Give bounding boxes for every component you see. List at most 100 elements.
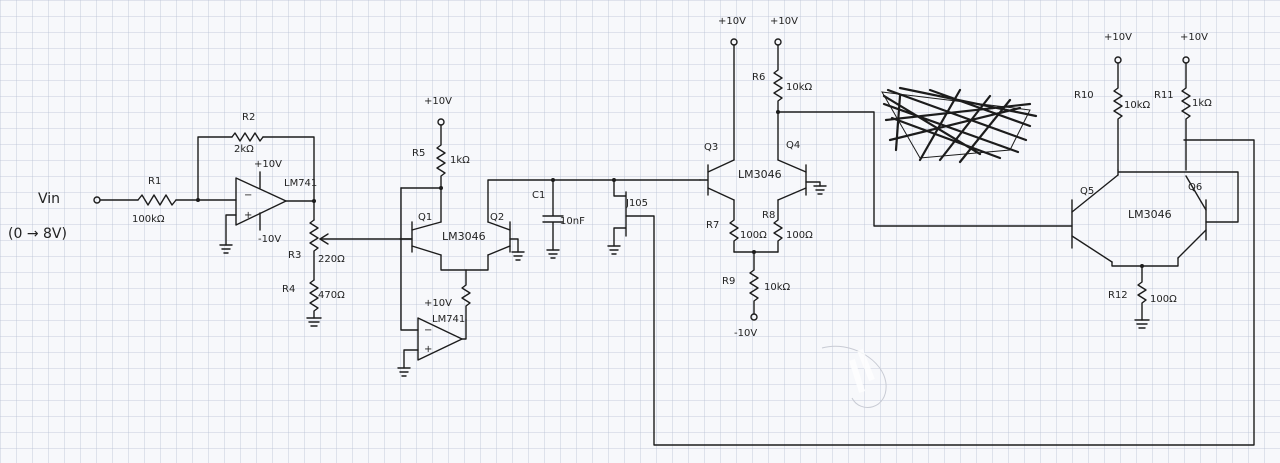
ground-r4	[306, 317, 322, 327]
q2-label: Q2	[490, 212, 504, 223]
smudge-mark	[821, 345, 887, 408]
r4-label: R4	[282, 284, 295, 295]
ground-q2	[511, 251, 525, 261]
r6-supply: +10V	[770, 16, 798, 27]
r11-label: R11	[1154, 90, 1174, 101]
wire-q2-base-gnd	[509, 238, 519, 253]
u2-plus: +	[424, 344, 432, 355]
transistor-q3-base	[699, 164, 709, 196]
node-r5	[439, 186, 443, 190]
wire-q1q2-emitters	[440, 254, 489, 271]
r9-value: 10kΩ	[764, 282, 791, 293]
u1-vneg: -10V	[258, 234, 281, 245]
u1-minus: −	[244, 190, 252, 201]
wire-fet-gate-feedback	[625, 139, 1255, 446]
q4-label: Q4	[786, 140, 800, 151]
ground-u2	[397, 367, 411, 377]
wire-q2c-node	[487, 179, 701, 223]
vin-range-label: (0 → 8V)	[8, 226, 67, 242]
r2-value: 2kΩ	[234, 144, 254, 155]
q1-label: Q1	[418, 212, 432, 223]
c1-value: 10nF	[560, 216, 585, 227]
transistor-q6	[1177, 175, 1207, 259]
wire-u2-plus-gnd	[403, 349, 419, 369]
r3-label: R3	[288, 250, 301, 261]
resistor-r11	[1181, 62, 1191, 171]
q5q6-chip-label: LM3046	[1128, 208, 1172, 221]
transistor-q1-base	[399, 221, 413, 253]
fet-j105	[613, 179, 627, 247]
r5-supply: +10V	[424, 96, 452, 107]
q5-label: Q5	[1080, 186, 1094, 197]
r6-label: R6	[752, 72, 765, 83]
eraser-mark	[849, 348, 875, 393]
fet-label: J105	[625, 198, 648, 209]
resistor-r5	[436, 124, 446, 189]
node-u1-out	[312, 199, 316, 203]
r9-supply: -10V	[734, 328, 757, 339]
resistor-r8	[773, 199, 783, 253]
r9-supply-terminal	[750, 313, 758, 321]
resistor-r1	[137, 194, 177, 206]
resistor-r6	[773, 44, 783, 161]
r5-value: 1kΩ	[450, 155, 470, 166]
resistor-r3	[309, 219, 319, 281]
r11-value: 1kΩ	[1192, 98, 1212, 109]
transistor-q2	[487, 221, 511, 256]
resistor-r4	[309, 279, 319, 319]
resistor-r10	[1113, 62, 1123, 171]
u2-chip-label: LM741	[432, 314, 465, 325]
r11-supply: +10V	[1180, 32, 1208, 43]
u1-chip-label: LM741	[284, 178, 317, 189]
ground-u1	[219, 244, 233, 254]
q3-label: Q3	[704, 142, 718, 153]
resistor-r2	[231, 132, 264, 142]
r1-label: R1	[148, 176, 161, 187]
r4-value: 470Ω	[318, 290, 345, 301]
r7-label: R7	[706, 220, 719, 231]
wire-q1c-opamp	[400, 187, 419, 331]
opamp-u1	[235, 177, 287, 226]
u1-plus: +	[244, 210, 252, 221]
r12-value: 100Ω	[1150, 294, 1177, 305]
resistor-r12	[1137, 265, 1147, 321]
r8-label: R8	[762, 210, 775, 221]
r9-label: R9	[722, 276, 735, 287]
u2-vpos: +10V	[424, 298, 452, 309]
transistor-q3	[707, 159, 735, 201]
r7-value: 100Ω	[740, 230, 767, 241]
wire-fb-right	[262, 136, 315, 201]
r10-label: R10	[1074, 90, 1094, 101]
q6-label: Q6	[1188, 182, 1202, 193]
scribble-mark	[881, 86, 1038, 164]
q1q2-chip-label: LM3046	[442, 230, 486, 243]
wire-u2-out	[461, 319, 467, 340]
transistor-q4	[777, 159, 807, 201]
resistor-tail	[461, 269, 471, 321]
u1-vpos: +10V	[254, 159, 282, 170]
r8-value: 100Ω	[786, 230, 813, 241]
wire-q5q6-emitters	[1111, 257, 1179, 267]
wire-fb-left	[197, 136, 233, 201]
q3q4-chip-label: LM3046	[738, 168, 782, 181]
wire-r6-q5	[777, 111, 1073, 227]
r1-value: 100kΩ	[132, 214, 165, 225]
vin-label: Vin	[38, 191, 60, 207]
r12-label: R12	[1108, 290, 1128, 301]
transistor-q5	[1071, 174, 1119, 263]
c1-label: C1	[532, 190, 545, 201]
resistor-r7	[729, 199, 739, 253]
r6-value: 10kΩ	[786, 82, 813, 93]
ground-fet	[607, 245, 621, 255]
u2-minus: −	[424, 325, 432, 336]
transistor-q1	[411, 221, 442, 256]
capacitor-c1	[542, 179, 564, 251]
r3-value: 220Ω	[318, 254, 345, 265]
wire-q4-base-gnd	[805, 181, 821, 187]
wiper-arrow	[319, 233, 329, 245]
ground-q4	[813, 185, 827, 195]
ground-c1	[546, 249, 560, 259]
q3-supply: +10V	[718, 16, 746, 27]
